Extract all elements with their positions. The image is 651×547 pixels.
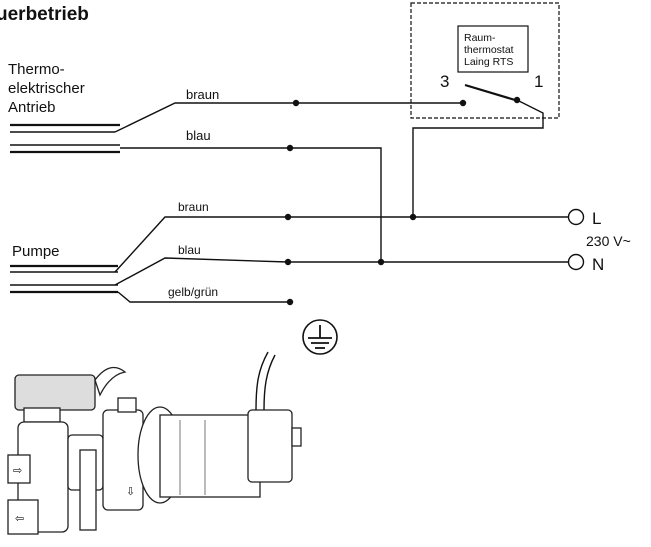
actuator-label-line-2: elektrischer [8, 80, 85, 97]
live-terminal [567, 208, 585, 226]
pump-earth-node [286, 298, 294, 306]
pump-earth-line [117, 291, 290, 303]
pump-motor [159, 414, 261, 498]
pump-power-cable [255, 351, 276, 411]
pump-blue-label: blau [178, 243, 201, 257]
mains-supply: L N 230 V~ [567, 208, 631, 274]
thermostat-switch-contact [464, 83, 516, 102]
actuator-blue-node [286, 144, 294, 152]
pump-blue-line [114, 257, 568, 286]
pump-housing-left [102, 409, 144, 511]
actuator-wire-blue: blau [120, 128, 382, 262]
page-title: uerbetrieb [0, 4, 89, 25]
voltage-label: 230 V~ [586, 233, 631, 249]
pump-wire-blue: blau [114, 243, 568, 286]
actuator-blue-label: blau [186, 128, 211, 143]
pump-brown-node [284, 213, 292, 221]
actuator-collar [23, 407, 61, 423]
live-label: L [592, 209, 601, 228]
pump-valve-illustration: ⇨ ⇦ ⇩ [7, 351, 302, 535]
neutral-terminal [567, 253, 585, 271]
actuator-brown-label: braun [186, 87, 219, 102]
room-thermostat: Raum- thermostat Laing RTS 3 1 [410, 2, 560, 119]
thermostat-to-live-wire [412, 99, 544, 217]
thermostat-label-line-3: Laing RTS [464, 56, 513, 68]
thermostat-housing [410, 2, 560, 119]
neutral-label: N [592, 255, 604, 274]
earth-ground-icon [302, 319, 338, 355]
thermostat-label-box [457, 25, 529, 73]
pump-end-cap [291, 427, 302, 447]
thermostat-label-line-1: Raum- [464, 32, 496, 44]
actuator-blue-line [120, 147, 382, 262]
actuator-head [14, 374, 96, 411]
thermostat-terminal-3: 3 [440, 72, 449, 91]
actuator-cable-curve [94, 366, 127, 397]
pump-brown-label: braun [178, 200, 209, 214]
flow-arrow-icon-1: ⇨ [13, 465, 22, 477]
pump-brown-line [114, 216, 568, 273]
live-junction-node [409, 213, 417, 221]
flow-arrow-icon-2: ⇦ [15, 513, 24, 525]
pump-wire-earth: gelb/grün [117, 285, 294, 306]
actuator-wire-brown: braun [114, 87, 463, 133]
pump-cable: Pumpe [10, 243, 118, 294]
neutral-junction-node [377, 258, 385, 266]
valve-inlet-left [7, 454, 31, 484]
actuator-label-line-3: Antrieb [8, 99, 56, 116]
pump-wire-brown: braun [114, 200, 568, 273]
thermoelectric-actuator: Thermo- elektrischer Antrieb [8, 61, 120, 154]
pump-blue-node [284, 258, 292, 266]
actuator-brown-line [114, 102, 463, 133]
pump-earth-label: gelb/grün [168, 285, 218, 299]
actuator-label-line-1: Thermo- [8, 61, 65, 78]
actuator-brown-node [292, 99, 300, 107]
pump-terminal-box [247, 409, 293, 483]
thermostat-label-line-2: thermostat [464, 44, 514, 56]
valve-stem [79, 449, 97, 531]
flow-arrow-icon-3: ⇩ [126, 486, 135, 498]
pump-label: Pumpe [12, 243, 60, 260]
valve-outlet-left [7, 499, 39, 535]
pump-top-cap [117, 397, 137, 413]
thermostat-terminal-1: 1 [534, 72, 543, 91]
